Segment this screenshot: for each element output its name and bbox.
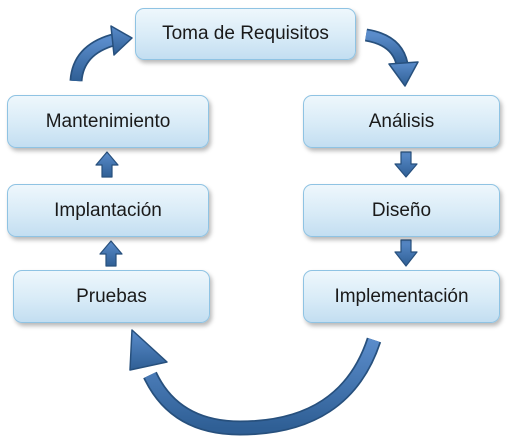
step-label: Análisis xyxy=(368,110,435,132)
step-label: Implantación xyxy=(54,199,162,221)
step-label: Toma de Requisitos xyxy=(162,23,329,44)
step-label: Mantenimiento xyxy=(45,110,171,132)
step-implementacion: Implementación xyxy=(303,270,500,323)
step-label: Pruebas xyxy=(76,285,147,307)
arrow-toma-to-analisis xyxy=(364,28,419,87)
arrow-implementacion-to-pruebas xyxy=(129,329,382,436)
step-mantenimiento: Mantenimiento xyxy=(7,95,209,148)
step-toma-de-requisitos: Toma de Requisitos xyxy=(135,8,356,60)
arrow-diseno-to-implementacion xyxy=(394,239,418,267)
step-label: Diseño xyxy=(371,199,432,221)
arrow-implantacion-to-mantenimiento xyxy=(95,151,119,178)
arrow-pruebas-to-implantacion xyxy=(99,240,123,267)
step-analisis: Análisis xyxy=(303,95,500,148)
step-diseno: Diseño xyxy=(303,184,500,237)
step-label: Implementación xyxy=(334,285,469,307)
arrow-analisis-to-diseno xyxy=(394,151,418,178)
arrow-mantenimiento-to-toma xyxy=(69,25,133,82)
step-pruebas: Pruebas xyxy=(13,270,210,323)
step-implantacion: Implantación xyxy=(7,184,209,237)
